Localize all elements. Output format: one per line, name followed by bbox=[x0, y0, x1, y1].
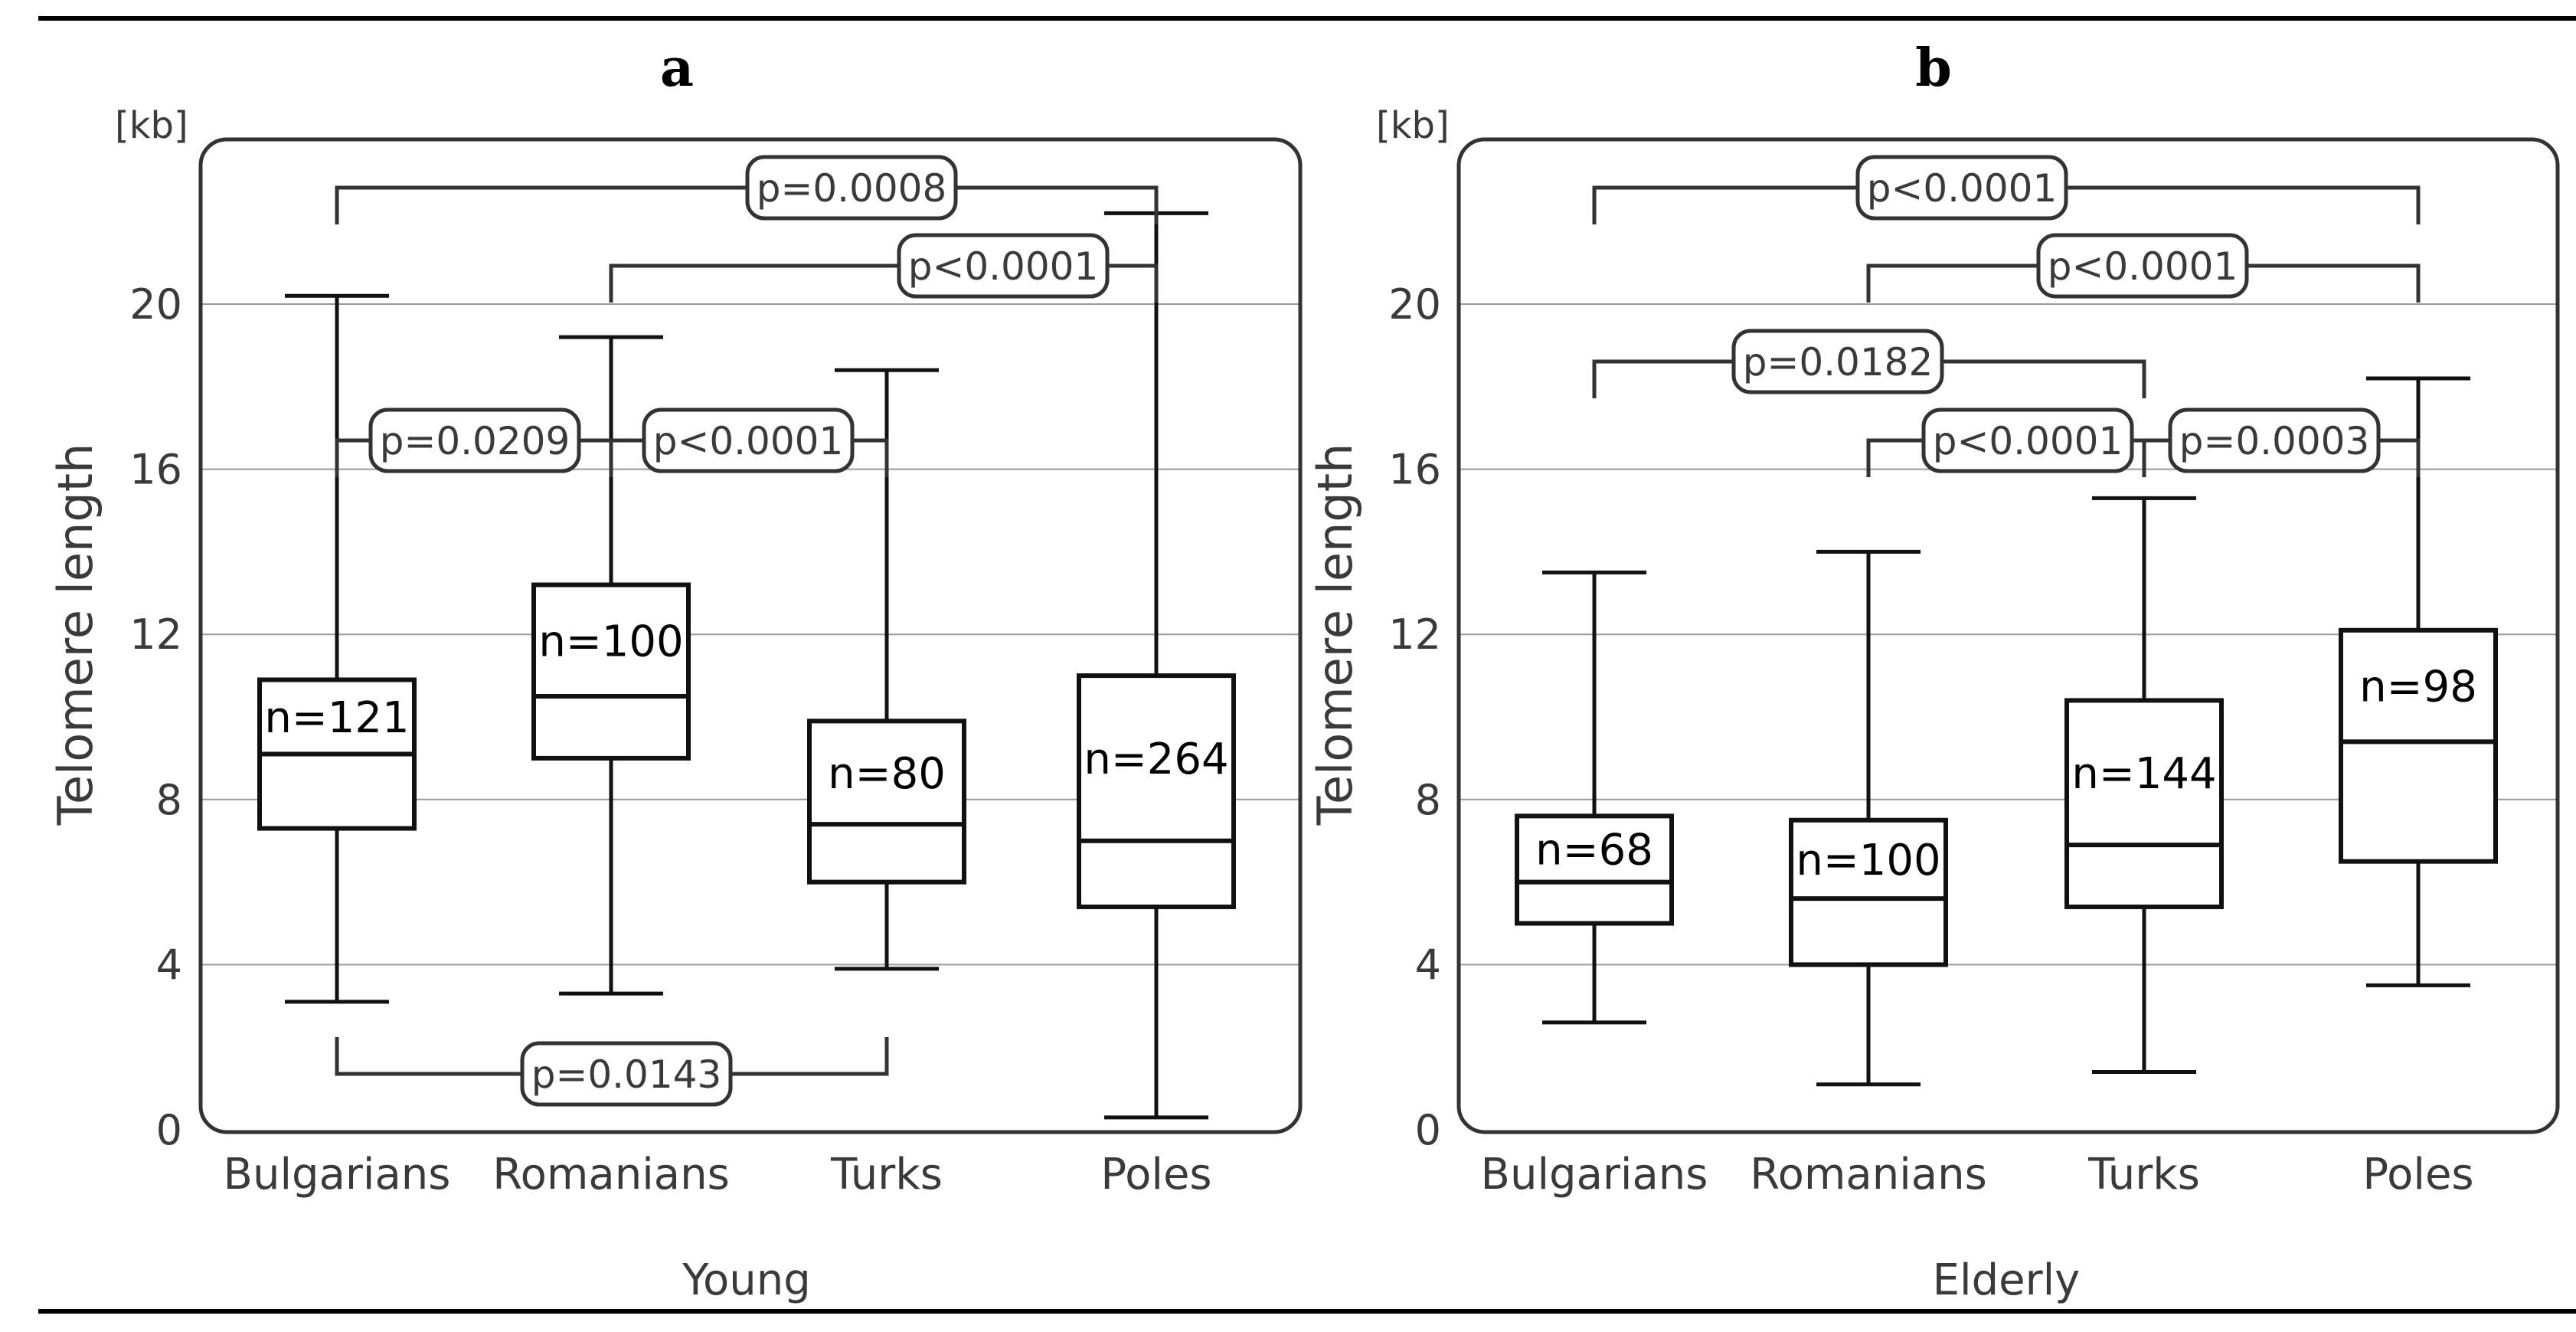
x-category-label: Poles bbox=[2362, 1150, 2473, 1199]
y-tick-label: 8 bbox=[156, 776, 182, 824]
box-iqr bbox=[807, 718, 966, 885]
p-value-box bbox=[1921, 407, 2134, 473]
sample-size-label: n=68 bbox=[1535, 825, 1653, 875]
p-value-label: p=0.0003 bbox=[2179, 419, 2370, 463]
y-tick-label: 20 bbox=[1388, 280, 1441, 329]
p-value-label: p<0.0001 bbox=[1933, 419, 2123, 463]
comparison-bracket: p=0.0008 bbox=[335, 155, 1159, 224]
p-value-label: p=0.0008 bbox=[757, 166, 947, 211]
y-tick-label: 8 bbox=[1415, 776, 1441, 824]
y-tick-label: 20 bbox=[129, 280, 182, 329]
sample-size-label: n=264 bbox=[1084, 735, 1228, 784]
box-romanians: n=100 bbox=[1789, 549, 1948, 1087]
p-value-box bbox=[897, 233, 1110, 299]
p-value-box bbox=[2168, 407, 2381, 473]
x-category-label: Bulgarians bbox=[224, 1150, 451, 1199]
box-poles: n=264 bbox=[1077, 211, 1236, 1120]
p-value-box bbox=[1855, 155, 2068, 221]
box-iqr bbox=[1077, 673, 1236, 909]
p-value-box bbox=[745, 155, 958, 221]
y-tick-label: 12 bbox=[1388, 610, 1441, 659]
sample-size-label: n=80 bbox=[828, 749, 946, 799]
sample-size-label: n=100 bbox=[1796, 836, 1940, 885]
y-tick-label: 4 bbox=[1415, 941, 1441, 989]
y-tick-label: 0 bbox=[156, 1106, 182, 1154]
sample-size-label: n=98 bbox=[2359, 663, 2477, 712]
box-bulgarians: n=68 bbox=[1515, 570, 1674, 1025]
sample-size-label: n=100 bbox=[538, 617, 683, 666]
p-value-label: p<0.0001 bbox=[2048, 244, 2238, 289]
box-iqr bbox=[2339, 627, 2498, 864]
x-category-label: Romanians bbox=[492, 1150, 730, 1199]
comparison-bracket: p<0.0001 bbox=[609, 407, 889, 477]
box-turks: n=144 bbox=[2064, 496, 2224, 1075]
sample-size-label: n=121 bbox=[264, 693, 409, 743]
comparison-bracket: p=0.0182 bbox=[1592, 329, 2146, 398]
unit-label: [kb] bbox=[115, 104, 188, 147]
panel-a: a [kb] Telomere length Young 0 4 8 12 16 20Bu… bbox=[47, 38, 1303, 1305]
sample-size-label: n=144 bbox=[2071, 749, 2216, 799]
y-tick-label: 4 bbox=[156, 941, 182, 989]
p-value-box bbox=[642, 407, 855, 473]
x-category-label: Turks bbox=[830, 1150, 943, 1199]
bracket-line bbox=[609, 263, 1159, 303]
x-category-label: Turks bbox=[2087, 1150, 2200, 1199]
box-iqr bbox=[2064, 698, 2224, 909]
comparison-bracket: p<0.0001 bbox=[1866, 407, 2146, 477]
y-tick-label: 16 bbox=[1388, 446, 1441, 494]
box-turks: n=80 bbox=[807, 368, 966, 971]
group-label: Elderly bbox=[1933, 1255, 2081, 1305]
comparison-bracket: p=0.0003 bbox=[2142, 407, 2421, 477]
group-label: Young bbox=[682, 1255, 811, 1305]
box-iqr bbox=[1515, 813, 1674, 926]
y-axis-label: Telomere length bbox=[47, 443, 103, 826]
p-value-label: p=0.0209 bbox=[380, 419, 570, 463]
comparison-bracket: p<0.0001 bbox=[609, 233, 1159, 303]
y-tick-label: 0 bbox=[1415, 1106, 1441, 1154]
x-category-label: Bulgarians bbox=[1481, 1150, 1708, 1199]
p-value-label: p=0.0143 bbox=[531, 1052, 722, 1097]
comparison-bracket: p=0.0143 bbox=[335, 1037, 889, 1107]
p-value-box bbox=[520, 1041, 733, 1107]
p-value-label: p<0.0001 bbox=[1867, 166, 2058, 211]
y-axis-label: Telomere length bbox=[1307, 443, 1363, 826]
p-value-box bbox=[368, 407, 581, 473]
panel-title: a bbox=[660, 38, 694, 99]
p-value-label: p<0.0001 bbox=[653, 419, 844, 463]
panel-title: b bbox=[1915, 38, 1952, 99]
panel-b: b [kb] Telomere length Elderly 0 4 8 12 16 20… bbox=[1307, 38, 2560, 1305]
box-romanians: n=100 bbox=[531, 335, 691, 996]
box-iqr bbox=[1789, 817, 1948, 967]
x-category-label: Romanians bbox=[1750, 1150, 1987, 1199]
p-value-label: p<0.0001 bbox=[908, 244, 1099, 289]
p-value-box bbox=[1731, 329, 1944, 394]
p-value-box bbox=[2036, 233, 2249, 299]
y-tick-label: 12 bbox=[129, 610, 182, 659]
comparison-bracket: p<0.0001 bbox=[1592, 155, 2421, 224]
y-tick-label: 16 bbox=[129, 446, 182, 494]
p-value-label: p=0.0182 bbox=[1743, 340, 1934, 385]
box-poles: n=98 bbox=[2339, 376, 2498, 987]
plot-frame bbox=[1456, 137, 2560, 1134]
box-bulgarians: n=121 bbox=[257, 293, 417, 1004]
comparison-bracket: p=0.0209 bbox=[335, 407, 613, 477]
plot-frame bbox=[198, 137, 1303, 1134]
comparison-bracket: p<0.0001 bbox=[1866, 233, 2421, 303]
x-category-label: Poles bbox=[1100, 1150, 1211, 1199]
box-iqr bbox=[531, 582, 691, 761]
unit-label: [kb] bbox=[1376, 104, 1450, 147]
